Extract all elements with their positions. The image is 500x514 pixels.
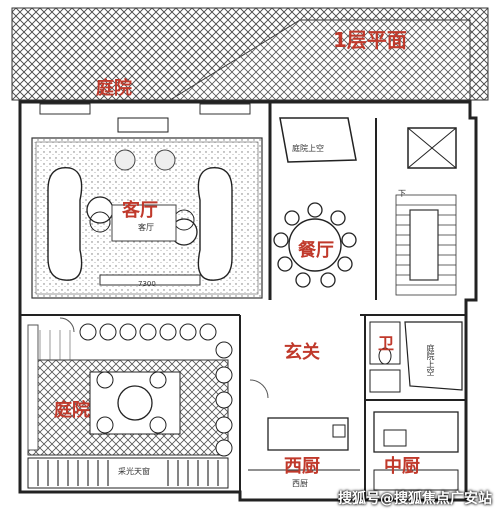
skylight-annotation: 采光天窗 [118, 467, 150, 476]
skylight-strip [27, 457, 229, 489]
living-room-label: 客厅 [122, 200, 158, 221]
stair-down-annotation: 下 [398, 189, 406, 198]
void-top-annotation: 庭院上空 [292, 144, 324, 153]
plan-title: 1层平面 [333, 28, 407, 52]
courtyard-top-label: 庭院 [96, 78, 132, 99]
sofa-right [197, 166, 233, 281]
courtyard-left-label: 庭院 [54, 400, 90, 421]
staircase [395, 194, 457, 296]
living-small-annotation: 客厅 [138, 223, 154, 232]
west-kitchen-small-annotation: 西厨 [292, 479, 308, 488]
chinese-kitchen-label: 中厨 [384, 456, 420, 477]
void-right-annotation: 庭院上空 [426, 344, 435, 376]
watermark: 搜狐号@搜狐焦点广安站 [338, 491, 492, 507]
foyer-label: 玄关 [284, 342, 320, 363]
west-kitchen-label: 西厨 [284, 456, 320, 477]
toilet-label: 卫 [378, 334, 395, 353]
dimension-annotation: 7300 [138, 280, 156, 288]
planter-row [79, 323, 233, 457]
dining-table [273, 202, 357, 288]
sofa-left [47, 166, 83, 281]
outer-wall [18, 100, 478, 502]
dining-room-label: 餐厅 [298, 240, 334, 261]
